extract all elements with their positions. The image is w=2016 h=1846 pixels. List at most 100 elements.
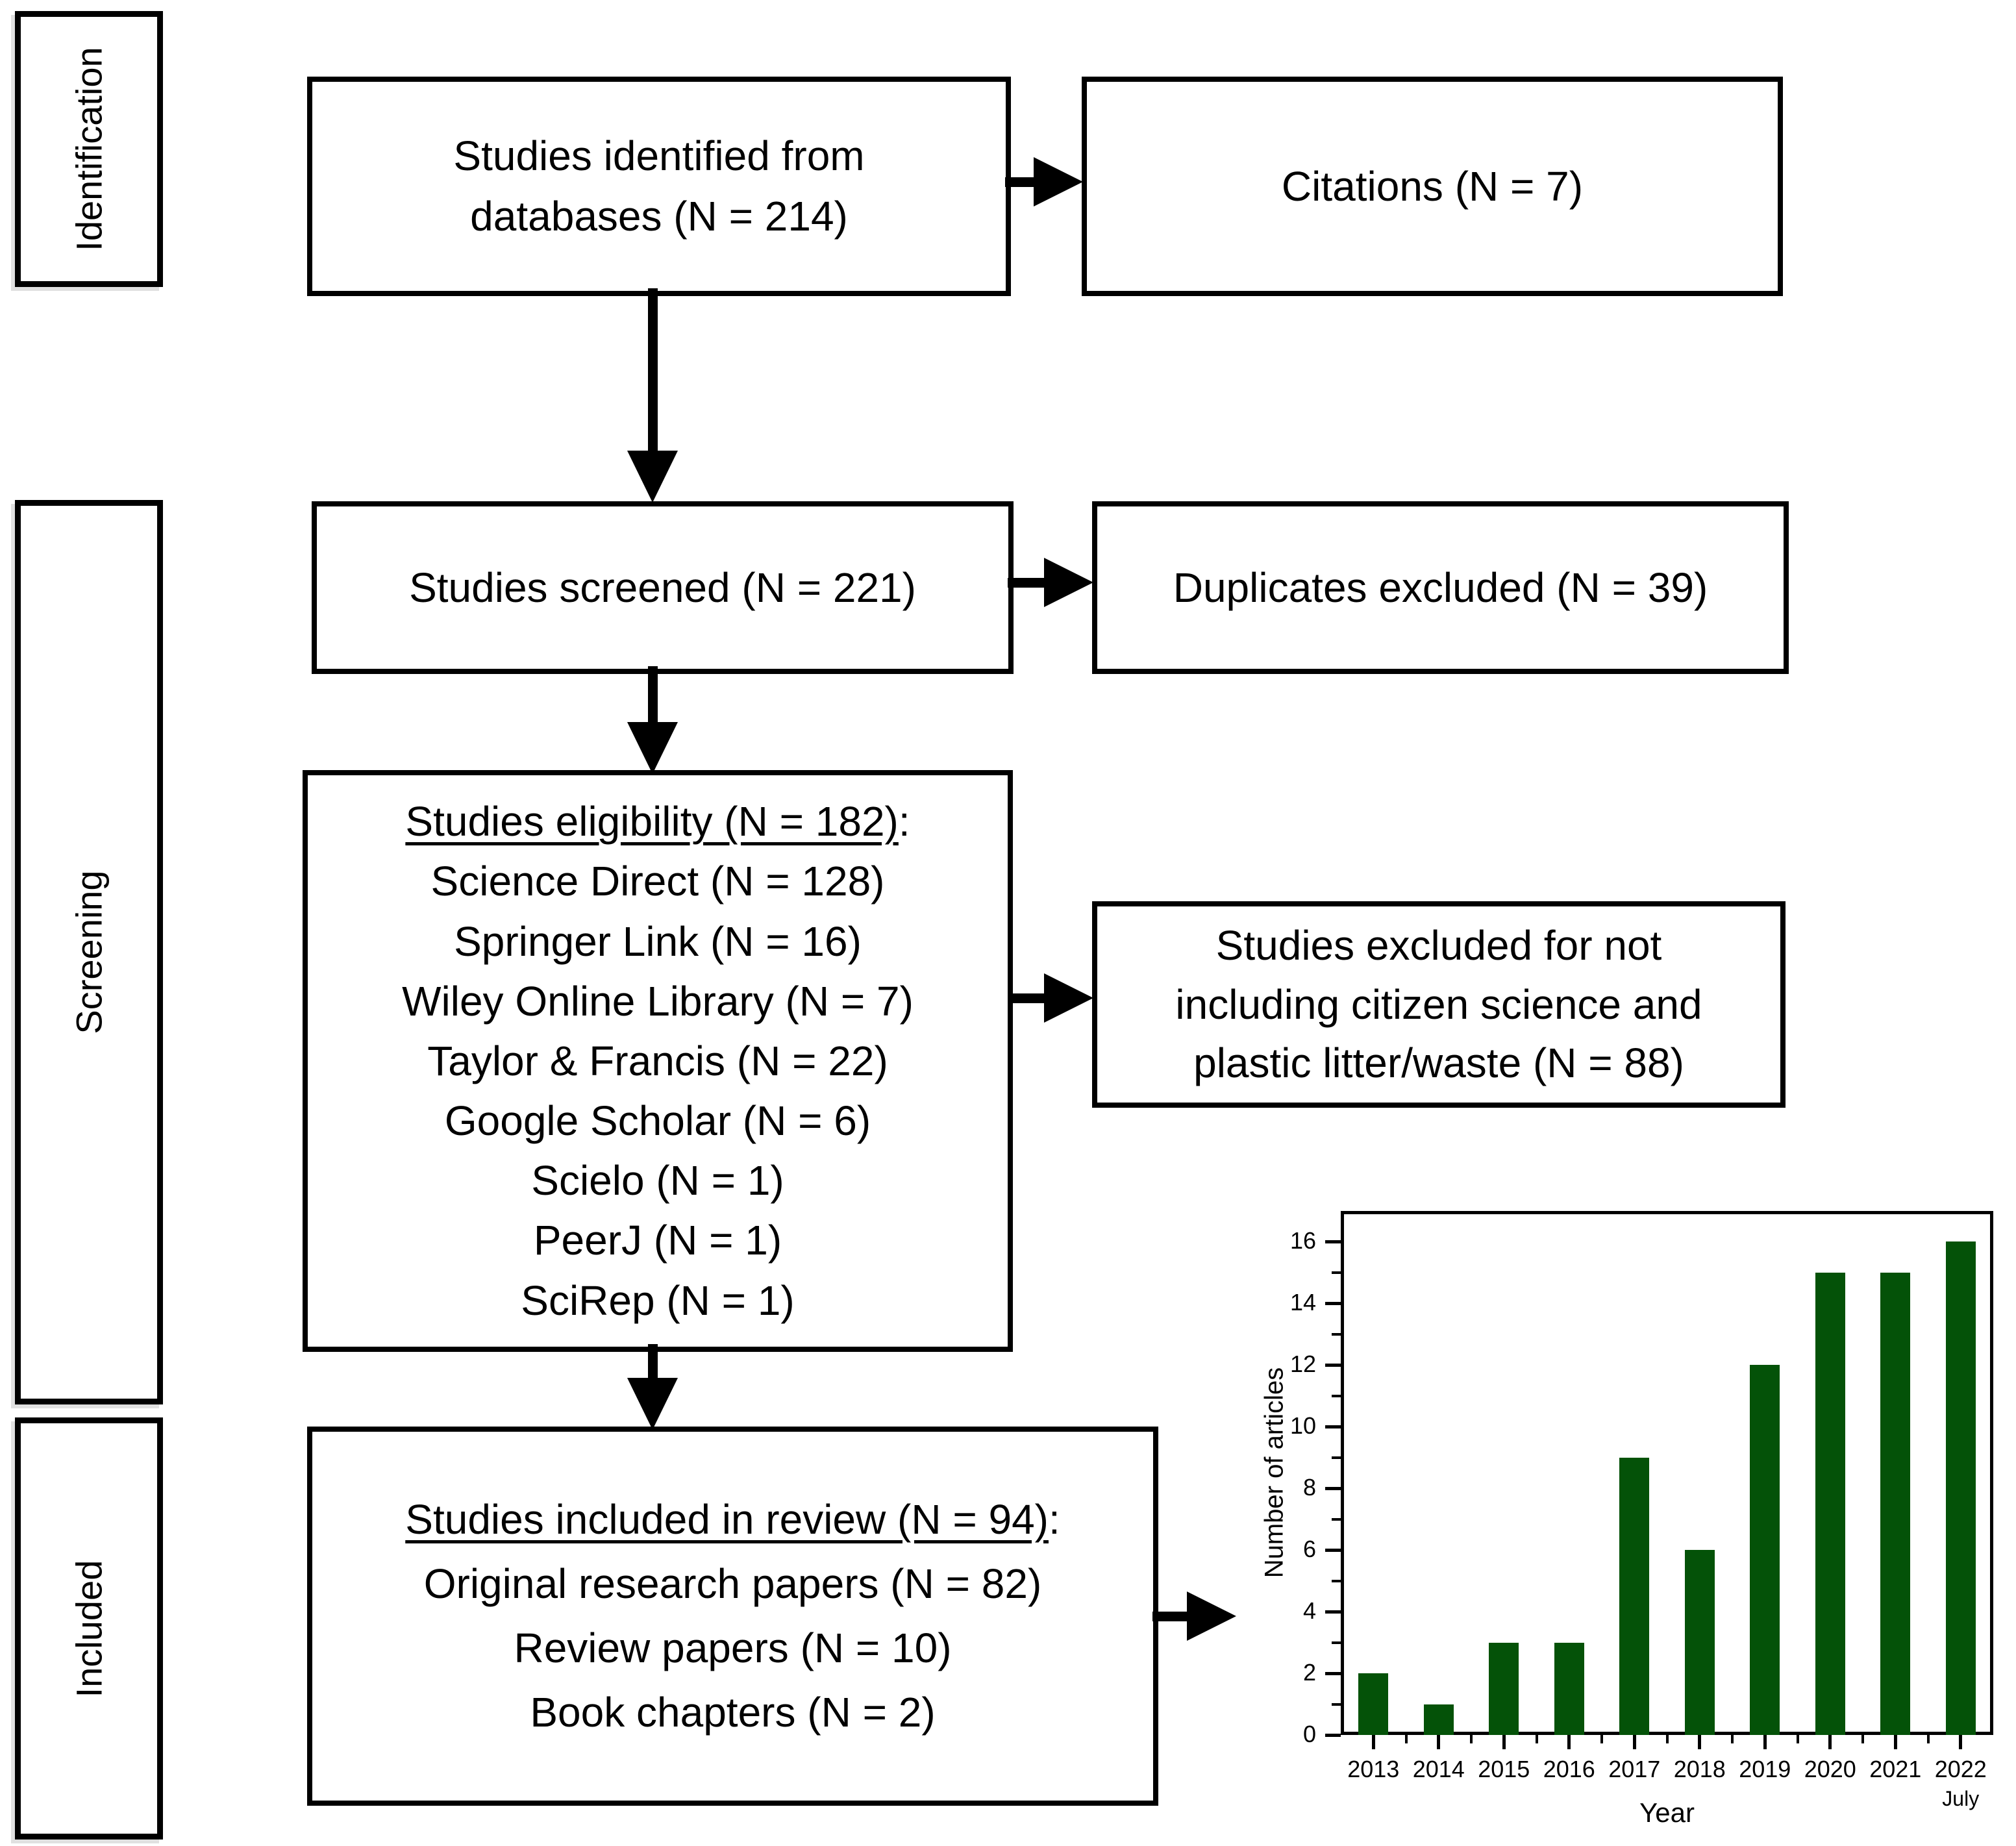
- box-citations: Citations (N = 7): [1082, 77, 1783, 296]
- y-tick-label: 2: [1302, 1659, 1316, 1686]
- y-tick-label: 10: [1289, 1412, 1316, 1440]
- box-studies-screened-text: Studies screened (N = 221): [409, 564, 916, 611]
- stage-label-screening-text: Screening: [68, 870, 110, 1034]
- arrow-shaft: [1008, 993, 1045, 1003]
- list-item: Book chapters (N = 2): [530, 1689, 936, 1736]
- box-studies-excluded-text: Studies excluded for not including citiz…: [1175, 921, 1702, 1087]
- list-item: Scielo (N = 1): [531, 1157, 784, 1204]
- bar-2016: [1554, 1642, 1584, 1735]
- list-item: Taylor & Francis (N = 22): [427, 1037, 888, 1084]
- arrow-shaft: [1152, 1612, 1188, 1621]
- included-type-list: Original research papers (N = 82)Review …: [424, 1552, 1042, 1745]
- x-major-tick: [1437, 1735, 1441, 1749]
- eligibility-title-line: Studies eligibility (N = 182):: [405, 792, 910, 851]
- arrow-head-down-icon: [627, 451, 678, 503]
- y-major-tick: [1325, 1548, 1341, 1552]
- x-major-tick: [1371, 1735, 1375, 1749]
- y-minor-tick: [1332, 1271, 1341, 1274]
- x-major-tick: [1893, 1735, 1897, 1749]
- box-citations-text: Citations (N = 7): [1281, 162, 1584, 210]
- box-duplicates-excluded: Duplicates excluded (N = 39): [1092, 501, 1789, 674]
- y-major-tick: [1325, 1363, 1341, 1367]
- x-tick-label: 2021: [1869, 1756, 1922, 1782]
- bar-2013: [1358, 1673, 1389, 1735]
- x-minor-tick: [1470, 1735, 1473, 1743]
- x-major-tick: [1828, 1735, 1832, 1749]
- y-minor-tick: [1332, 1517, 1341, 1521]
- x-minor-tick: [1796, 1735, 1799, 1743]
- bar-2019: [1750, 1365, 1780, 1735]
- box-studies-included: Studies included in review (N = 94): Ori…: [307, 1427, 1158, 1806]
- list-item: Google Scholar (N = 6): [444, 1097, 871, 1145]
- bar-2020: [1815, 1272, 1845, 1735]
- y-minor-tick: [1332, 1579, 1341, 1582]
- y-tick-label: 16: [1289, 1227, 1316, 1254]
- eligibility-source-list: Science Direct (N = 128) Springer Link (N…: [402, 851, 914, 1330]
- y-major-tick: [1325, 1301, 1341, 1305]
- included-title-colon: :: [1048, 1495, 1060, 1543]
- x-minor-tick: [1404, 1735, 1408, 1743]
- y-tick-label: 6: [1302, 1536, 1316, 1563]
- eligibility-title: Studies eligibility (N = 182): [405, 798, 899, 845]
- x-major-tick: [1632, 1735, 1636, 1749]
- x-minor-tick: [1731, 1735, 1734, 1743]
- x-tick-label: 2016: [1543, 1756, 1595, 1782]
- y-minor-tick: [1332, 1641, 1341, 1644]
- stage-label-screening: Screening: [15, 500, 163, 1404]
- box-studies-identified: Studies identified from databases (N = 2…: [307, 77, 1011, 296]
- arrow-head-right-icon: [1044, 973, 1093, 1023]
- y-tick-label: 12: [1289, 1351, 1316, 1378]
- x-axis-title: Year: [1639, 1797, 1695, 1828]
- x-minor-tick: [1535, 1735, 1538, 1743]
- x-major-tick: [1698, 1735, 1702, 1749]
- box-studies-eligibility: Studies eligibility (N = 182): Science D…: [303, 770, 1013, 1352]
- included-title: Studies included in review (N = 94): [405, 1495, 1049, 1543]
- arrow-shaft: [648, 666, 658, 723]
- box-studies-excluded: Studies excluded for not including citiz…: [1092, 901, 1786, 1108]
- included-title-line: Studies included in review (N = 94):: [405, 1488, 1060, 1552]
- arrow-head-right-icon: [1034, 157, 1083, 206]
- y-major-tick: [1325, 1425, 1341, 1428]
- x-major-tick: [1567, 1735, 1571, 1749]
- bar-2022: [1945, 1241, 1976, 1735]
- x-minor-tick: [1926, 1735, 1930, 1743]
- chart-plot-area: [1341, 1211, 1993, 1735]
- x-major-tick: [1763, 1735, 1767, 1749]
- y-major-tick: [1325, 1671, 1341, 1675]
- x-tick-label: 2017: [1608, 1756, 1661, 1782]
- y-minor-tick: [1332, 1703, 1341, 1706]
- x-tick-label: 2015: [1478, 1756, 1530, 1782]
- x-tick-label: 2018: [1673, 1756, 1726, 1782]
- x-tick-label: 2020: [1804, 1756, 1856, 1782]
- bar-2018: [1684, 1550, 1715, 1735]
- y-major-tick: [1325, 1240, 1341, 1243]
- y-major-tick: [1325, 1610, 1341, 1614]
- list-item: SciRep (N = 1): [521, 1277, 795, 1324]
- x-minor-tick: [1600, 1735, 1603, 1743]
- arrow-head-down-icon: [627, 1378, 678, 1430]
- y-minor-tick: [1332, 1456, 1341, 1459]
- y-minor-tick: [1332, 1394, 1341, 1397]
- list-item: Science Direct (N = 128): [430, 858, 885, 905]
- x-tick-label: 2019: [1739, 1756, 1791, 1782]
- y-tick-label: 4: [1302, 1597, 1316, 1625]
- list-item: Review papers (N = 10): [514, 1625, 952, 1671]
- stage-label-identification: Identification: [15, 11, 163, 287]
- y-tick-label: 8: [1302, 1474, 1316, 1501]
- arrow-shaft: [1008, 578, 1045, 588]
- y-major-tick: [1325, 1733, 1341, 1737]
- x-minor-tick: [1861, 1735, 1864, 1743]
- x-sublabel-july: July: [1942, 1787, 1980, 1810]
- x-tick-label: 2014: [1412, 1756, 1465, 1782]
- x-major-tick: [1959, 1735, 1963, 1749]
- y-tick-label: 0: [1302, 1721, 1316, 1747]
- y-minor-tick: [1332, 1332, 1341, 1336]
- x-tick-label: 2022: [1934, 1756, 1987, 1782]
- list-item: Wiley Online Library (N = 7): [402, 977, 914, 1025]
- stage-label-included: Included: [15, 1417, 163, 1840]
- stage-label-identification-text: Identification: [68, 47, 110, 251]
- x-tick-label: 2013: [1347, 1756, 1400, 1782]
- list-item: Springer Link (N = 16): [454, 917, 862, 965]
- list-item: PeerJ (N = 1): [533, 1217, 782, 1264]
